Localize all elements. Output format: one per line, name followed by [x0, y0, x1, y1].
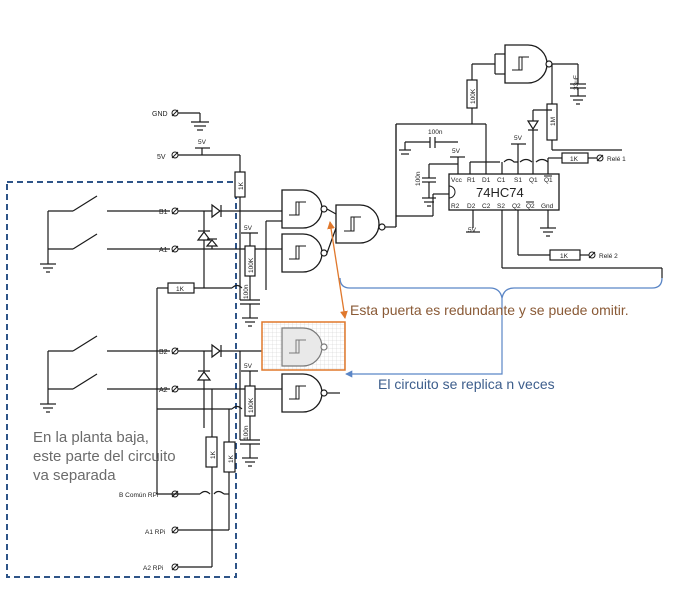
svg-text:5V: 5V: [244, 363, 253, 370]
relay-1: 1K Relé 1: [561, 152, 626, 164]
schmitt-nand-1: [266, 189, 328, 229]
rele2-label: Relé 2: [599, 253, 618, 260]
svg-text:R1: R1: [467, 177, 476, 184]
svg-text:1M: 1M: [550, 117, 557, 126]
diodes-1: [178, 203, 282, 288]
svg-text:100n: 100n: [428, 129, 443, 136]
svg-text:1K: 1K: [238, 181, 245, 190]
svg-text:D1: D1: [482, 177, 491, 184]
b2-label: B2: [159, 349, 168, 356]
svg-text:1K: 1K: [176, 286, 185, 293]
redundant-note: Esta puerta es redundante y se puede omi…: [350, 302, 629, 318]
svg-text:C2: C2: [482, 203, 491, 210]
schmitt-nand-2: [262, 233, 328, 273]
flipflop-area: 100n 5V 100n: [396, 123, 487, 207]
svg-text:33uF: 33uF: [573, 75, 580, 90]
a1-rpi-label: A1 RPi: [145, 529, 165, 536]
rpi-outputs: B Común RPi A1 RPi A2 RPi: [119, 490, 229, 572]
svg-text:100K: 100K: [470, 88, 477, 104]
switch-group-1: [40, 195, 170, 273]
svg-text:100n: 100n: [243, 284, 250, 299]
orange-arrow: [327, 221, 348, 319]
rele1-label: Relé 1: [607, 156, 626, 163]
svg-text:Q2: Q2: [512, 203, 521, 210]
resistor-1k-horizontal: 1K: [156, 282, 243, 494]
ground-floor-note-2: este parte del circuito: [33, 448, 176, 465]
svg-text:5V: 5V: [514, 135, 523, 142]
svg-text:100n: 100n: [243, 425, 250, 440]
svg-text:5V: 5V: [244, 225, 253, 232]
b1-label: B1: [159, 209, 168, 216]
switch-group-2: [40, 335, 170, 413]
ground-floor-note-1: En la planta baja,: [33, 429, 149, 446]
svg-text:Q1: Q1: [544, 177, 553, 184]
b-comun-label: B Común RPi: [119, 492, 158, 499]
a1-label: A1: [159, 247, 168, 254]
resistor-1k-top: 1K: [234, 171, 246, 211]
svg-text:1K: 1K: [560, 253, 569, 260]
chip-74hc74: 74HC74 Vcc R1 D1 C1 S1 Q1 Q1 R2 D2 C2 S2…: [448, 173, 560, 211]
svg-text:S2: S2: [497, 203, 505, 210]
redundant-gate-highlight: [261, 321, 346, 371]
svg-text:100K: 100K: [248, 397, 255, 413]
rc-lower: 5V 100K 100n: [239, 351, 260, 467]
resistors-bottom: 1K 1K: [205, 389, 236, 567]
svg-text:D2: D2: [467, 203, 476, 210]
replicated-note: El circuito se replica n veces: [378, 376, 555, 392]
a2-label: A2: [159, 387, 168, 394]
svg-text:Gnd: Gnd: [541, 203, 554, 210]
5v-label: 5V: [157, 154, 166, 161]
gnd-input: GND: [152, 109, 209, 131]
svg-text:1K: 1K: [210, 450, 217, 459]
blue-brace: [339, 277, 663, 378]
svg-text:R2: R2: [451, 203, 460, 210]
svg-text:5V: 5V: [468, 227, 477, 234]
5v-top-label: 5V: [198, 139, 207, 146]
ground-floor-note-3: va separada: [33, 467, 116, 484]
svg-text:Vcc: Vcc: [451, 177, 463, 184]
a2-rpi-label: A2 RPi: [143, 565, 163, 572]
chip-wiring: 5V 5V: [395, 110, 663, 278]
schmitt-nand-combine: [335, 124, 397, 244]
relay-2: 1K Relé 2: [549, 249, 618, 261]
schmitt-nand-3: [262, 373, 340, 413]
svg-text:Q2: Q2: [526, 203, 535, 210]
svg-text:Q1: Q1: [529, 177, 538, 184]
5v-input: 5V 5V: [157, 139, 241, 172]
diodes-2: [157, 343, 262, 428]
chip-name: 74HC74: [476, 185, 524, 200]
svg-text:5V: 5V: [452, 148, 461, 155]
svg-text:S1: S1: [514, 177, 522, 184]
svg-text:100n: 100n: [415, 171, 422, 186]
gnd-label: GND: [152, 111, 168, 118]
rc-upper: 5V 100K 100n: [239, 211, 267, 327]
svg-text:1K: 1K: [228, 454, 235, 463]
svg-text:1K: 1K: [570, 156, 579, 163]
svg-text:C1: C1: [497, 177, 506, 184]
ground-floor-box: [6, 181, 237, 578]
top-gate: 33uF 100K 1M: [466, 44, 622, 151]
svg-text:100K: 100K: [248, 257, 255, 273]
